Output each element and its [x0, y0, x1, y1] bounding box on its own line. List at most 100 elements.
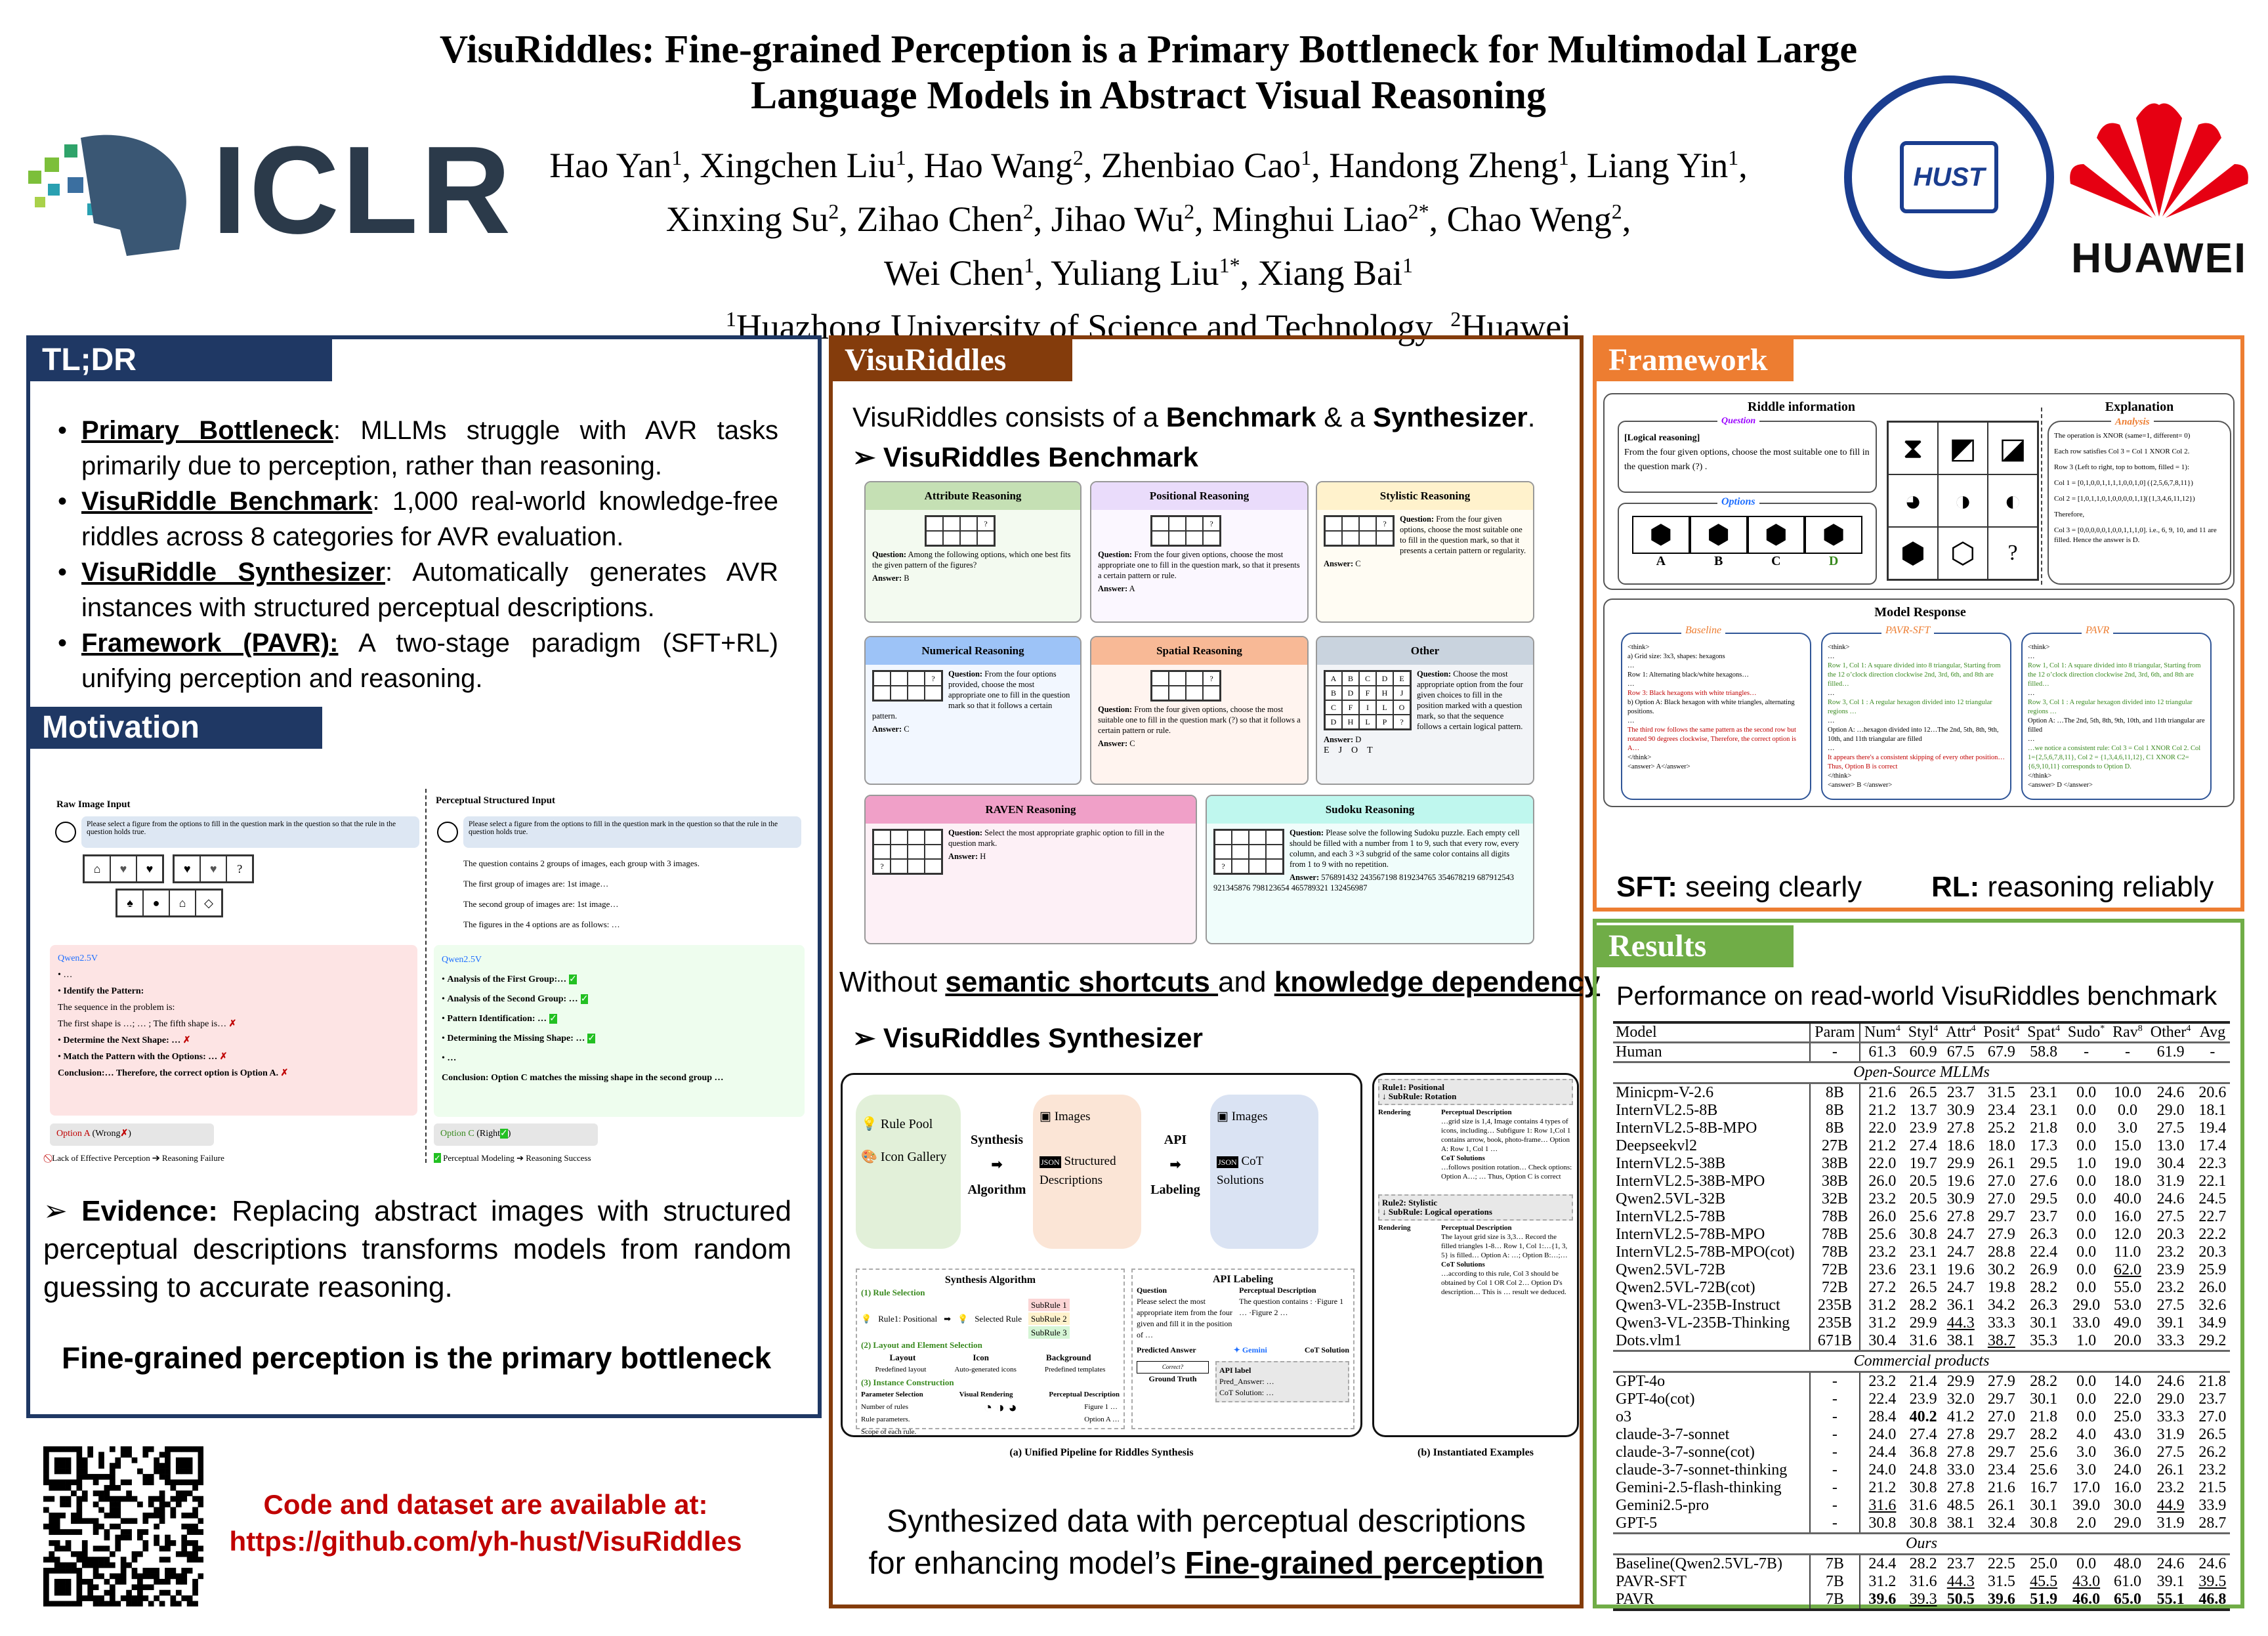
table-cell: 28.2 — [2030, 1426, 2058, 1443]
table-cell: 31.2 — [1868, 1314, 1897, 1332]
table-cell: 20.3 — [2198, 1244, 2227, 1261]
table-section-row: Open-Source MLLMs — [1613, 1061, 2230, 1084]
table-cell: 29.9 — [1946, 1373, 1975, 1390]
author: Hao Wang2 — [923, 146, 1083, 185]
table-cell: 3.0 — [2117, 1120, 2137, 1137]
right-response: Qwen2.5V • Analysis of the First Group:…… — [434, 945, 805, 1117]
response-title: PAVR — [2082, 625, 2114, 636]
table-cell: 0.0 — [2076, 1226, 2097, 1243]
table-cell: 30.8 — [2030, 1515, 2058, 1532]
card-answer: Answer: H — [948, 852, 986, 861]
table-cell: 33.3 — [1987, 1314, 2015, 1332]
table-cell: 40.2 — [1909, 1408, 1937, 1425]
table-cell: 38.1 — [1946, 1332, 1975, 1349]
divider — [2041, 408, 2042, 585]
card-answer: Answer: D — [1324, 735, 1362, 744]
table-cell: 43.0 — [2113, 1426, 2141, 1443]
table-cell: 27.8 — [1946, 1444, 1975, 1461]
table-cell: 30.4 — [2156, 1155, 2185, 1172]
benchmark-heading: ➢ VisuRiddles Benchmark — [852, 442, 1198, 472]
table-cell: 17.0 — [2072, 1479, 2101, 1496]
framework-panel: Framework Riddle information Question [L… — [1593, 335, 2244, 912]
model-name: Human — [1613, 1042, 1811, 1062]
response-line: <answer> A</answer> — [1628, 763, 1690, 770]
section-label: Ours — [1613, 1532, 2230, 1555]
motivation-conclusion: Fine-grained perception is the primary b… — [62, 1341, 772, 1375]
question-box: Question [Logical reasoning]From the fou… — [1618, 414, 1877, 493]
table-cell: 26.3 — [2030, 1297, 2058, 1314]
table-cell: 30.4 — [1868, 1332, 1897, 1349]
table-cell: 13.0 — [2156, 1137, 2185, 1154]
table-cell: 29.0 — [2113, 1515, 2141, 1532]
response-line: <answer> B </answer> — [1828, 782, 1893, 789]
card-title: Attribute Reasoning — [866, 482, 1080, 510]
tldr-header: TL;DR — [30, 339, 332, 381]
table-cell: 17.3 — [2030, 1137, 2058, 1154]
model-name: Minicpm-V-2.6 — [1613, 1083, 1811, 1102]
json-file-icon: JSON — [1040, 1156, 1061, 1168]
table-cell: 72B — [1809, 1261, 1860, 1279]
tldr-item: VisuRiddle Synthesizer: Automatically ge… — [43, 555, 778, 625]
question-images: ⌂♥♥ ♥♥? — [83, 854, 255, 883]
response-line: <answer> D </answer> — [2028, 782, 2093, 789]
table-cell: 30.8 — [1909, 1479, 1937, 1496]
pie-glyphs: ◔ ◑ ◕ — [983, 1399, 1017, 1416]
table-cell: 53.0 — [2113, 1297, 2141, 1314]
table-cell: 38B — [1809, 1173, 1860, 1190]
table-cell: 46.0 — [2063, 1591, 2109, 1611]
response-line: • Analysis of the Second Group: …✓ — [442, 994, 589, 1004]
arrow-bullet-icon: ➢ — [852, 442, 876, 472]
param-item: Scope of each rule. — [861, 1428, 917, 1436]
user-icon — [437, 822, 458, 843]
model-name: GPT-4o — [1613, 1372, 1811, 1391]
table-cell: 31.6 — [1909, 1573, 1937, 1590]
table-cell: 25.0 — [2030, 1555, 2058, 1572]
model-name: GPT-4o(cot) — [1613, 1391, 1811, 1408]
table-cell: - — [2084, 1043, 2090, 1060]
table-cell: 24.0 — [1868, 1461, 1897, 1479]
table-cell: 29.7 — [1987, 1426, 2015, 1443]
table-cell: 43.0 — [2072, 1573, 2101, 1590]
lightbulb-icon: 💡 — [861, 1314, 872, 1324]
author: Xiang Bai1 — [1257, 253, 1414, 293]
palette-icon: 🎨 — [861, 1150, 877, 1164]
qr-code[interactable] — [43, 1446, 203, 1606]
option-images: ♠●⌂◇ — [116, 889, 223, 917]
table-cell: 22.4 — [2030, 1244, 2058, 1261]
riddle-figure: ? — [872, 829, 943, 875]
table-cell: 33.9 — [2198, 1497, 2227, 1514]
table-cell: 31.9 — [2156, 1515, 2185, 1532]
analysis-line: Therefore, — [2054, 511, 2085, 518]
table-cell: - — [1809, 1444, 1860, 1461]
model-name: PAVR — [1613, 1591, 1811, 1611]
table-cell: - — [1809, 1408, 1860, 1426]
model-name: claude-3-7-sonnet-thinking — [1613, 1461, 1811, 1479]
table-cell: 39.3 — [1904, 1591, 1942, 1611]
pipeline-box: 💡 Rule Pool 🎨 Icon Gallery Synthesis➡Alg… — [841, 1073, 1362, 1437]
table-cell: 0.0 — [2076, 1084, 2097, 1101]
option-d: ⬢D — [1805, 516, 1862, 569]
table-cell: 27.4 — [1909, 1137, 1937, 1154]
github-link[interactable]: https://github.com/yh-hust/VisuRiddles — [229, 1526, 742, 1557]
table-cell: 27.5 — [2156, 1297, 2185, 1314]
table-cell: 20.6 — [2198, 1084, 2227, 1101]
table-cell: 19.0 — [2113, 1155, 2141, 1172]
column-header: Num4 — [1859, 1021, 1904, 1043]
column-header: Model — [1613, 1021, 1811, 1043]
json-file-icon: JSON — [1217, 1156, 1238, 1168]
table-cell: 16.7 — [2030, 1479, 2058, 1496]
cross-icon: ✗ — [120, 1129, 129, 1139]
table-cell: 48.5 — [1946, 1497, 1975, 1514]
card-question: Question: From the four given options, c… — [1098, 705, 1301, 735]
table-cell: 26.1 — [1987, 1497, 2015, 1514]
table-cell: 27.0 — [1987, 1190, 2015, 1207]
table-cell: 31.6 — [1909, 1332, 1937, 1349]
table-cell: 23.7 — [2030, 1208, 2058, 1225]
table-cell: 31.6 — [1868, 1497, 1897, 1514]
table-cell: 32B — [1809, 1190, 1860, 1208]
table-cell: 22.1 — [2198, 1173, 2227, 1190]
